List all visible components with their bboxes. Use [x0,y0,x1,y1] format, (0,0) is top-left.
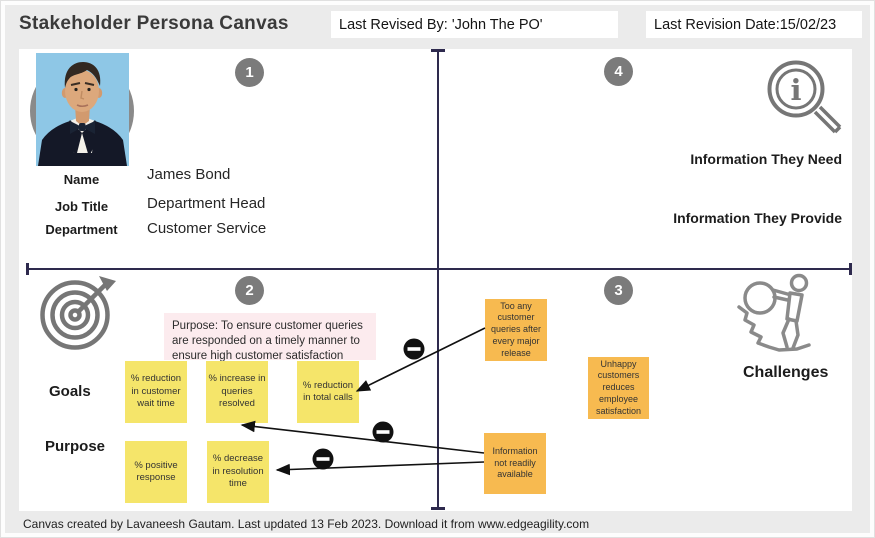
vertical-axis [437,51,439,509]
purpose-label: Purpose [45,438,106,455]
last-revised-by-field[interactable]: Last Revised By: 'John The PO' [331,11,618,38]
challenges-label: Challenges [743,364,829,381]
persona-department-value[interactable]: Customer Service [147,220,267,237]
persona-field-label: Name [63,172,100,187]
purpose-note[interactable]: Purpose: To ensure customer queries are … [164,313,376,362]
sticky-note-challenge[interactable]: Too any customer queries after every maj… [485,299,547,361]
sticky-note-challenge[interactable]: Unhappy customers reduces employee satis… [588,357,649,419]
information-they-need-label: Information They Need [690,151,842,167]
sticky-note-goal[interactable]: % reduction in total calls [297,361,359,423]
quadrant-2-badge: 2 [235,276,264,305]
axis-cap [849,263,852,275]
sticky-note-goal[interactable]: % increase in queries resolved [206,361,268,423]
sticky-note-goal[interactable]: % reduction in customer wait time [125,361,187,423]
target-dart-icon [40,276,116,350]
persona-field-label: Department [45,222,118,237]
boulder-push-icon [737,273,811,352]
footer-credit: Canvas created by Lavaneesh Gautam. Last… [23,517,590,531]
persona-field-label: Job Title [54,199,109,214]
persona-name-value[interactable]: James Bond [147,166,231,183]
sticky-note-challenge[interactable]: Information not readily available [484,433,546,494]
quadrant-4-badge: 4 [604,57,633,86]
persona-job-title-value[interactable]: Department Head [147,195,266,212]
quadrant-1-badge: 1 [235,58,264,87]
persona-photo[interactable] [36,53,129,166]
last-revision-date-field[interactable]: Last Revision Date:15/02/23 [646,11,862,38]
goals-label: Goals [49,383,91,400]
axis-cap [431,507,445,510]
axis-cap [26,263,29,275]
sticky-note-goal[interactable]: % decrease in resolution time [207,441,269,503]
horizontal-axis [27,268,852,270]
information-they-provide-label: Information They Provide [673,210,842,226]
quadrant-3-badge: 3 [604,276,633,305]
canvas-title: Stakeholder Persona Canvas [19,13,289,34]
axis-cap [431,49,445,52]
svg-text:i: i [790,73,801,107]
sticky-note-goal[interactable]: % positive response [125,441,187,503]
info-magnifier-icon: i [767,60,842,134]
